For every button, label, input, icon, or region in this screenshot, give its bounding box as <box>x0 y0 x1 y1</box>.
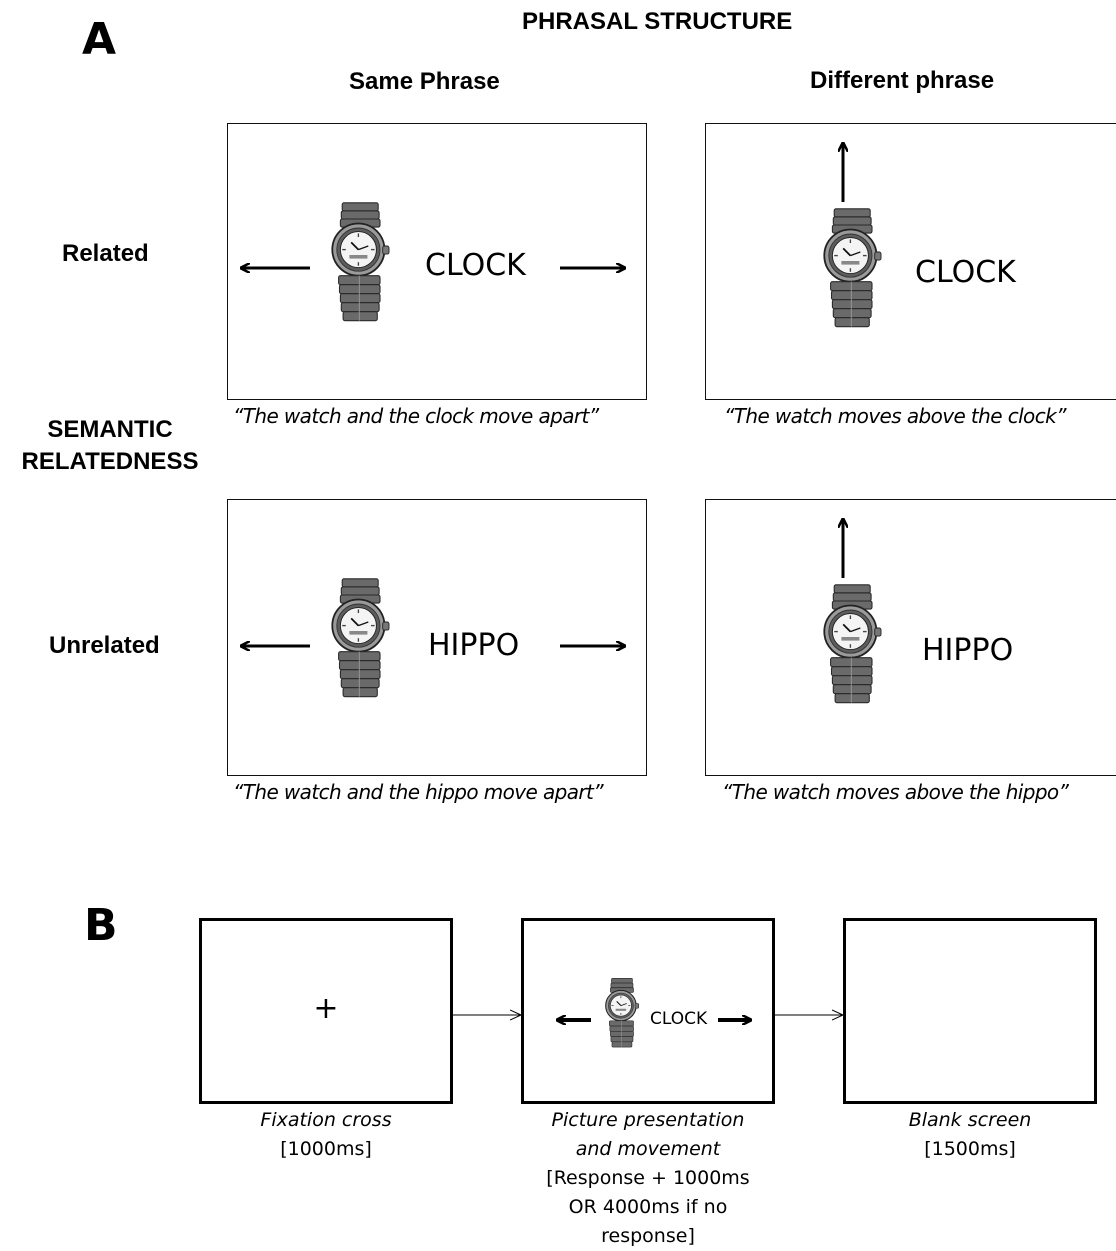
arrow-icon <box>228 500 648 777</box>
row-label-unrelated: Unrelated <box>49 632 160 659</box>
picture-title-line2: and movement <box>575 1138 721 1160</box>
row-label-related: Related <box>62 240 149 267</box>
fixation-cross: + <box>313 991 339 1026</box>
blank-screen <box>843 918 1097 1104</box>
target-word: HIPPO <box>428 628 520 663</box>
blank-title: Blank screen <box>908 1109 1032 1131</box>
phrasal-structure-header: PHRASAL STRUCTURE <box>522 8 793 35</box>
column-header-different-phrase: Different phrase <box>810 67 995 94</box>
stimulus-frame-unrelated-same: HIPPO <box>227 499 647 776</box>
stimulus-frame-related-same: CLOCK <box>227 123 647 400</box>
caption-unrelated-different: “The watch moves above the hippo” <box>722 780 1069 804</box>
fixation-title: Fixation cross <box>260 1109 392 1131</box>
blank-caption: Blank screen [1500ms] <box>843 1106 1097 1164</box>
fixation-timing: [1000ms] <box>280 1138 372 1160</box>
panel-b-label: B <box>84 900 118 951</box>
stimulus-frame-unrelated-different: HIPPO <box>705 499 1116 776</box>
fixation-screen: + <box>199 918 453 1104</box>
arrow-icon <box>228 124 648 401</box>
blank-timing: [1500ms] <box>924 1138 1016 1160</box>
panel-a-label: A <box>82 14 117 65</box>
caption-unrelated-same: “The watch and the hippo move apart” <box>233 780 604 804</box>
target-word: HIPPO <box>922 633 1014 668</box>
arrow-icon <box>524 921 772 1101</box>
semantic-relatedness-line2: RELATEDNESS <box>21 448 199 475</box>
picture-timing-line1: [Response + 1000ms <box>546 1167 750 1189</box>
target-word: CLOCK <box>650 1009 708 1029</box>
picture-presentation-screen: CLOCK <box>521 918 775 1104</box>
target-word: CLOCK <box>915 255 1016 290</box>
picture-title-line1: Picture presentation <box>551 1109 745 1131</box>
stimulus-frame-related-different: CLOCK <box>705 123 1116 400</box>
semantic-relatedness-line1: SEMANTIC <box>47 416 173 443</box>
arrow-icon <box>706 124 1116 202</box>
target-word: CLOCK <box>425 248 526 283</box>
picture-timing-line3: response] <box>601 1225 695 1247</box>
caption-related-different: “The watch moves above the clock” <box>724 404 1066 428</box>
arrow-icon <box>706 500 1116 578</box>
fixation-caption: Fixation cross [1000ms] <box>199 1106 453 1164</box>
caption-related-same: “The watch and the clock move apart” <box>233 404 599 428</box>
column-header-same-phrase: Same Phrase <box>349 68 500 95</box>
picture-timing-line2: OR 4000ms if no <box>568 1196 728 1218</box>
semantic-relatedness-header: SEMANTIC RELATEDNESS <box>10 414 210 478</box>
picture-caption: Picture presentation and movement [Respo… <box>506 1106 790 1251</box>
